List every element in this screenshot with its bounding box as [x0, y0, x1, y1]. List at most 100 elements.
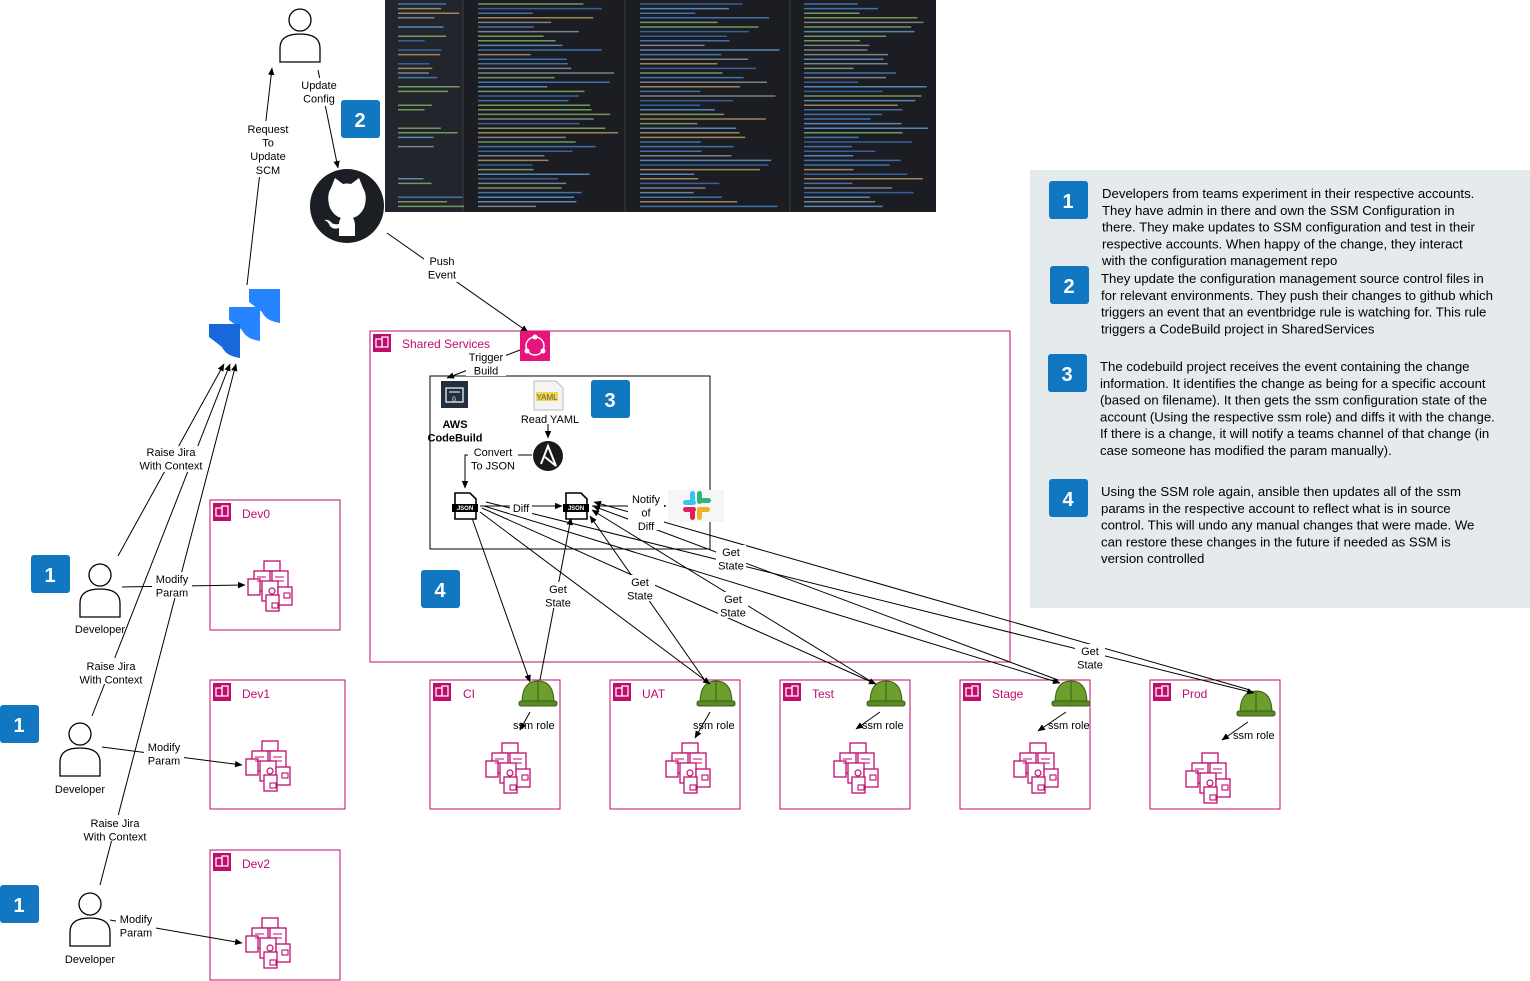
- codebuild-box: [429, 375, 711, 550]
- text-line: can restore these changes in the future …: [1101, 534, 1451, 549]
- text-line: CodeBuild: [428, 433, 483, 445]
- dev2-account: Dev2: [209, 849, 341, 981]
- yaml-file-icon: YAML: [533, 380, 564, 411]
- text-line: State: [720, 608, 746, 620]
- text-line: Using the SSM role again, ansible then u…: [1101, 484, 1461, 499]
- step-3-description: 3 The codebuild project receives the eve…: [1048, 354, 1495, 458]
- svg-text:JSON: JSON: [457, 506, 473, 512]
- text-line: Modify: [120, 914, 153, 926]
- text-line: Get: [1081, 646, 1099, 658]
- svg-text:1: 1: [13, 715, 24, 737]
- test-account: Test: [779, 679, 911, 810]
- text-line: State: [545, 598, 571, 610]
- text-line: of: [641, 508, 651, 520]
- dev2-label: Dev2: [242, 857, 270, 871]
- stage-label: Stage: [992, 687, 1024, 701]
- text-line: Developers from teams experiment in thei…: [1102, 186, 1474, 201]
- svg-text:1: 1: [44, 565, 55, 587]
- text-line: They have admin in there and own the SSM…: [1102, 203, 1455, 218]
- text-line: case someone has modified the param manu…: [1100, 443, 1392, 458]
- text-line: Request: [248, 124, 289, 136]
- svg-text:1: 1: [13, 895, 24, 917]
- text-line: control. This will undo any manual chang…: [1101, 518, 1474, 533]
- developer-label-3: Developer: [65, 954, 115, 966]
- text-line: Event: [428, 270, 456, 282]
- text-line: Build: [474, 366, 498, 378]
- code-lines: [398, 3, 929, 208]
- text-line: Notify: [632, 494, 661, 506]
- shared-services-label: Shared Services: [402, 337, 490, 351]
- developer-person-icon: [69, 892, 111, 947]
- uat-account: UAT: [609, 679, 741, 810]
- step-1-text: Developers from teams experiment in thei…: [1101, 186, 1475, 268]
- developer-label-2: Developer: [55, 784, 105, 796]
- step-3-text: The codebuild project receives the event…: [1100, 359, 1495, 458]
- text-line: With Context: [84, 832, 147, 844]
- text-line: Modify: [156, 574, 189, 586]
- text-line: Config: [303, 94, 335, 106]
- svg-text:YAML: YAML: [536, 393, 558, 402]
- uat-label: UAT: [642, 687, 666, 701]
- text-line: If there is a change, it will notify a t…: [1100, 426, 1489, 441]
- text-line: Get: [549, 584, 567, 596]
- step-badge-shared: 4: [421, 570, 460, 608]
- svg-text:3: 3: [604, 390, 615, 412]
- text-line: Diff: [638, 521, 655, 533]
- text-line: Convert: [474, 447, 513, 459]
- svg-text:{}: {}: [452, 397, 456, 403]
- dev1-label: Dev1: [242, 687, 270, 701]
- github-icon: [310, 169, 384, 243]
- text-line: Get: [631, 577, 649, 589]
- svg-text:4: 4: [434, 580, 446, 602]
- read-yaml-label: Read YAML: [521, 414, 579, 426]
- slack-icon: [668, 490, 724, 522]
- text-line: version controlled: [1101, 551, 1204, 566]
- text-line: AWS: [442, 419, 467, 431]
- dev1-account: Dev1: [209, 679, 346, 810]
- step-badge-dev-2: 1: [0, 705, 39, 743]
- svg-text:3: 3: [1061, 364, 1072, 386]
- svg-text:1: 1: [1062, 191, 1073, 213]
- text-line: SCM: [256, 165, 280, 177]
- ssm-role-label-stage: ssm role: [1048, 720, 1090, 732]
- text-line: triggers a CodeBuild project in SharedSe…: [1101, 321, 1375, 336]
- text-line: Update: [301, 80, 336, 92]
- step-4-text: Using the SSM role again, ansible then u…: [1101, 484, 1474, 566]
- step-badge-github: 2: [341, 100, 380, 138]
- text-line: Param: [120, 928, 152, 940]
- text-line: Update: [250, 151, 285, 163]
- developer-person-icon: [59, 722, 101, 777]
- text-line: with the configuration management repo: [1101, 253, 1337, 268]
- svg-text:JSON: JSON: [568, 506, 584, 512]
- jira-icon: [209, 289, 280, 358]
- steps-panel: [1030, 170, 1530, 608]
- ssm-role-label-test: ssm role: [862, 720, 904, 732]
- text-line: Modify: [148, 742, 181, 754]
- prod-account: Prod: [1149, 679, 1281, 810]
- text-line: Raise Jira: [147, 447, 197, 459]
- account-icon: [372, 333, 392, 353]
- text-line: State: [627, 591, 653, 603]
- codebuild-label: AWS CodeBuild: [428, 419, 483, 445]
- text-line: triggers an event that an eventbridge ru…: [1101, 305, 1486, 320]
- dev0-label: Dev0: [242, 507, 270, 521]
- text-line: Param: [148, 756, 180, 768]
- text-line: Trigger: [469, 352, 504, 364]
- stage-account: Stage: [959, 679, 1091, 810]
- step-4-description: 4 Using the SSM role again, ansible then…: [1049, 479, 1474, 566]
- diff-label: Diff: [513, 503, 530, 515]
- text-line: They update the configuration management…: [1101, 271, 1484, 286]
- text-line: Get: [722, 547, 740, 559]
- text-line: information. It identifies the change as…: [1100, 376, 1486, 391]
